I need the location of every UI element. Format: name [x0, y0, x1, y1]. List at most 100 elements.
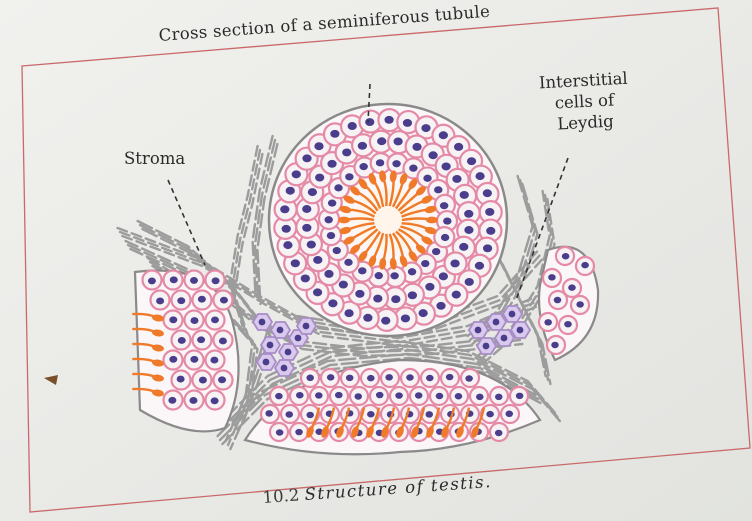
cell-nucleus	[441, 234, 449, 241]
leydig-nucleus	[281, 365, 288, 372]
cell-nucleus	[328, 299, 337, 307]
cell-nucleus	[191, 317, 199, 324]
cell-nucleus	[328, 200, 336, 207]
cell-nucleus	[197, 336, 205, 343]
cell-nucleus	[314, 142, 323, 150]
cell-nucleus	[359, 163, 367, 170]
cell-nucleus	[392, 160, 400, 167]
cell-nucleus	[342, 148, 351, 156]
cell-nucleus	[442, 163, 451, 171]
leydig-nucleus	[285, 349, 292, 356]
caption-number: 10.2	[262, 485, 300, 507]
cell-nucleus	[452, 175, 461, 183]
cell-nucleus	[454, 143, 463, 151]
cell-nucleus	[170, 276, 178, 283]
cell-nucleus	[291, 259, 300, 267]
cell-nucleus	[581, 262, 589, 268]
cell-nucleus	[283, 241, 292, 249]
cell-nucleus	[344, 309, 353, 317]
cell-nucleus	[376, 392, 384, 398]
cell-nucleus	[465, 375, 473, 381]
cell-nucleus	[450, 259, 459, 267]
leydig-nucleus	[295, 335, 302, 342]
cell-nucleus	[306, 412, 314, 418]
cell-nucleus	[169, 356, 177, 363]
cell-nucleus	[308, 188, 317, 196]
cell-nucleus	[334, 184, 342, 191]
cell-nucleus	[412, 143, 421, 151]
cell-nucleus	[423, 175, 431, 182]
leydig-nucleus	[267, 342, 274, 349]
cell-nucleus	[327, 160, 336, 168]
seminiferous-tubules	[132, 104, 598, 454]
cell-nucleus	[358, 142, 367, 150]
cell-nucleus	[562, 253, 570, 259]
cell-nucleus	[324, 216, 332, 223]
cell-nucleus	[211, 316, 219, 323]
cell-nucleus	[275, 393, 283, 399]
cell-nucleus	[544, 319, 552, 325]
cell-nucleus	[346, 375, 354, 381]
cell-nucleus	[367, 375, 375, 381]
cell-nucleus	[421, 124, 430, 132]
leydig-nucleus	[475, 327, 482, 334]
cell-nucleus	[443, 217, 451, 224]
cell-nucleus	[475, 262, 484, 270]
cell-nucleus	[483, 189, 492, 197]
cell-nucleus	[177, 297, 185, 304]
cell-nucleus	[425, 283, 434, 291]
cell-nucleus	[307, 241, 316, 249]
cell-nucleus	[436, 393, 444, 399]
cell-nucleus	[345, 173, 353, 180]
cell-nucleus	[564, 321, 572, 327]
cell-nucleus	[403, 119, 412, 127]
cell-nucleus	[302, 205, 311, 213]
cell-nucleus	[439, 272, 448, 280]
cell-nucleus	[376, 159, 384, 166]
cell-nucleus	[373, 295, 382, 303]
cell-nucleus	[419, 309, 428, 317]
cell-nucleus	[156, 298, 164, 305]
cell-nucleus	[339, 281, 348, 289]
cell-nucleus	[421, 260, 429, 267]
cell-nucleus	[313, 256, 322, 264]
leydig-nucleus	[263, 359, 270, 366]
leydig-nucleus	[501, 335, 508, 342]
sperm-head	[426, 217, 438, 224]
cell-nucleus	[333, 247, 341, 254]
cell-nucleus	[415, 392, 423, 398]
cell-nucleus	[327, 232, 335, 239]
cell-nucleus	[486, 227, 495, 235]
cell-nucleus	[426, 375, 434, 381]
cell-nucleus	[211, 397, 219, 404]
cell-nucleus	[409, 165, 417, 172]
cell-nucleus	[446, 374, 454, 380]
central-tubule	[269, 104, 507, 336]
cell-nucleus	[286, 187, 295, 195]
cell-nucleus	[169, 316, 177, 323]
leydig-nucleus	[259, 319, 266, 326]
cell-nucleus	[434, 186, 442, 193]
cell-nucleus	[425, 411, 433, 417]
cell-nucleus	[439, 131, 448, 139]
cell-nucleus	[210, 357, 218, 364]
cell-nucleus	[335, 392, 343, 398]
leydig-nucleus	[509, 311, 516, 318]
cell-nucleus	[324, 270, 333, 278]
cell-nucleus	[220, 297, 228, 304]
cell-nucleus	[486, 411, 494, 417]
cell-nucleus	[292, 170, 301, 178]
cell-nucleus	[475, 172, 484, 180]
cell-nucleus	[401, 315, 410, 323]
cell-nucleus	[344, 259, 352, 266]
cell-nucleus	[551, 342, 559, 348]
cell-nucleus	[212, 277, 220, 284]
cell-nucleus	[375, 272, 383, 279]
cell-nucleus	[302, 154, 311, 162]
cell-nucleus	[377, 137, 386, 145]
cell-nucleus	[285, 411, 293, 417]
cell-nucleus	[390, 272, 398, 279]
cell-nucleus	[548, 274, 556, 280]
cell-nucleus	[358, 267, 366, 274]
